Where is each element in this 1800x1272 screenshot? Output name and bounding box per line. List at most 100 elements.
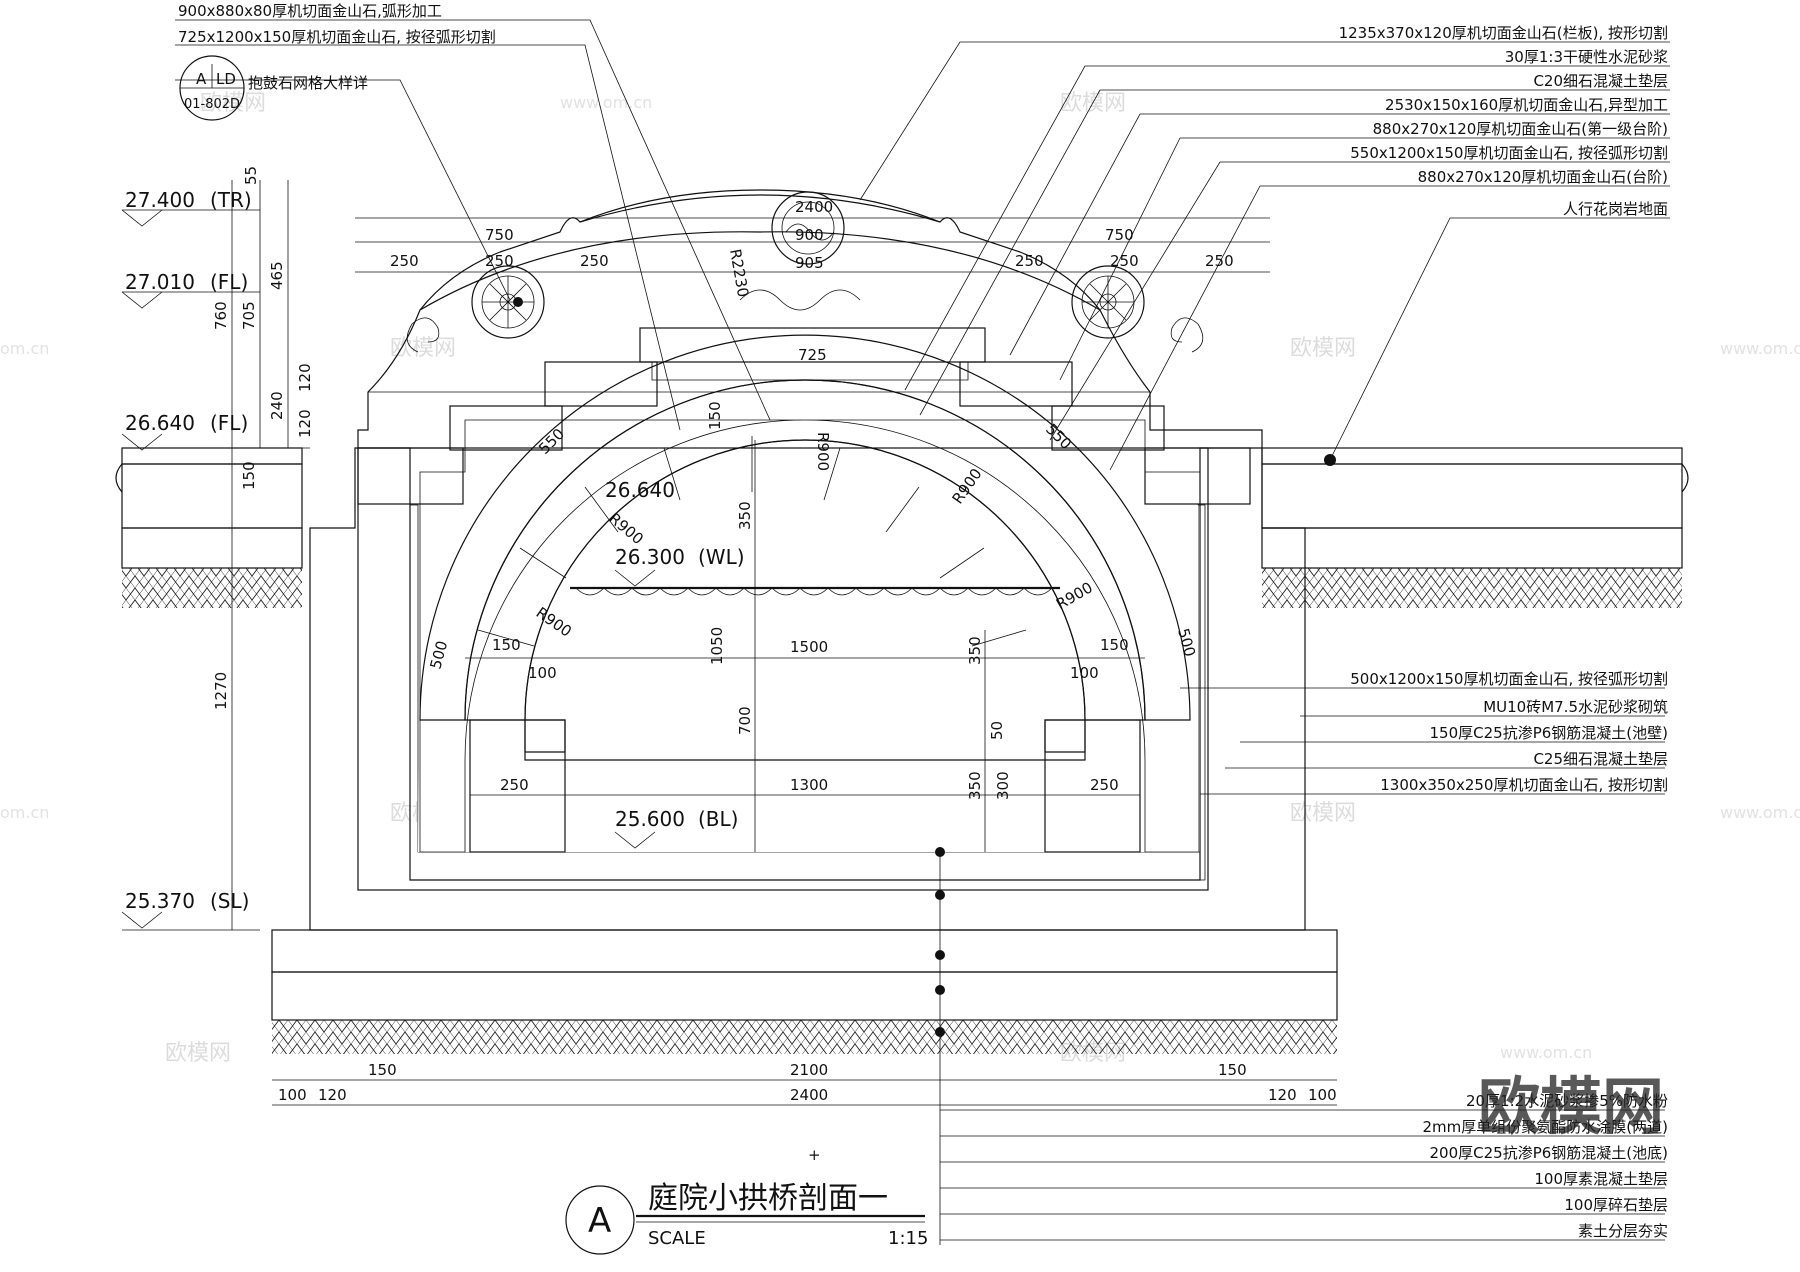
notes-right-top: 1235x370x120厚机切面金山石(栏板), 按形切割 30厚1:3干硬性水…	[1339, 24, 1668, 218]
svg-text:25.600: 25.600	[615, 807, 685, 831]
svg-text:120: 120	[296, 363, 314, 392]
svg-text:26.640: 26.640	[125, 411, 195, 435]
svg-text:SCALE: SCALE	[648, 1228, 706, 1249]
svg-text:素土分层夯实: 素土分层夯实	[1578, 1222, 1668, 1240]
svg-text:750: 750	[1105, 226, 1134, 244]
svg-text:550x1200x150厚机切面金山石, 按径弧形切割: 550x1200x150厚机切面金山石, 按径弧形切割	[1350, 144, 1668, 162]
dimension-lines	[122, 180, 1337, 1106]
svg-text:(FL): (FL)	[210, 270, 248, 294]
section-marker-icon	[565, 1185, 635, 1255]
svg-text:250: 250	[580, 252, 609, 270]
notes-left: 900x880x80厚机切面金山石,弧形加工 725x1200x150厚机切面金…	[178, 2, 496, 92]
svg-text:150: 150	[240, 461, 258, 490]
svg-text:900x880x80厚机切面金山石,弧形加工: 900x880x80厚机切面金山石,弧形加工	[178, 2, 442, 20]
svg-text:R900: R900	[814, 432, 832, 471]
svg-text:240: 240	[268, 391, 286, 420]
notes-right-mid: 500x1200x150厚机切面金山石, 按径弧形切割 MU10砖M7.5水泥砂…	[1350, 670, 1668, 794]
svg-text:26.640: 26.640	[605, 478, 675, 502]
svg-text:100: 100	[1308, 1086, 1337, 1104]
svg-text:200厚C25抗渗P6钢筋混凝土(池底): 200厚C25抗渗P6钢筋混凝土(池底)	[1430, 1144, 1669, 1162]
svg-text:27.010: 27.010	[125, 270, 195, 294]
svg-text:1050: 1050	[708, 627, 726, 665]
svg-text:905: 905	[795, 254, 824, 272]
svg-text:500x1200x150厚机切面金山石, 按径弧形切割: 500x1200x150厚机切面金山石, 按径弧形切割	[1350, 670, 1668, 688]
svg-text:26.300: 26.300	[615, 545, 685, 569]
svg-text:1300: 1300	[790, 776, 828, 794]
svg-text:120: 120	[318, 1086, 347, 1104]
svg-text:25.370: 25.370	[125, 889, 195, 913]
svg-text:250: 250	[1205, 252, 1234, 270]
svg-text:30厚1:3干硬性水泥砂浆: 30厚1:3干硬性水泥砂浆	[1505, 48, 1668, 66]
svg-text:760: 760	[212, 301, 230, 330]
svg-text:550: 550	[535, 425, 568, 458]
ground-left	[115, 447, 303, 608]
svg-text:250: 250	[1015, 252, 1044, 270]
scroll-left-icon	[406, 317, 440, 353]
title-block: + A 庭院小拱桥剖面一 SCALE 1:15	[565, 1146, 928, 1255]
svg-text:100: 100	[528, 664, 557, 682]
svg-text:+: +	[808, 1146, 821, 1164]
svg-text:C25细石混凝土垫层: C25细石混凝土垫层	[1533, 750, 1668, 768]
svg-text:A: A	[196, 70, 207, 88]
svg-text:350: 350	[966, 636, 984, 665]
svg-text:150: 150	[1218, 1061, 1247, 1079]
svg-text:(SL): (SL)	[210, 889, 249, 913]
ref-tag: A LD 01-802D	[179, 55, 245, 121]
elevation-labels: 27.400 (TR) 27.010 (FL) 26.640 (FL) 25.3…	[125, 188, 745, 913]
svg-text:2400: 2400	[795, 198, 833, 216]
foundation	[271, 929, 1338, 1054]
svg-text:100厚素混凝土垫层: 100厚素混凝土垫层	[1534, 1170, 1668, 1188]
svg-text:120: 120	[296, 409, 314, 438]
svg-text:1:15: 1:15	[888, 1228, 928, 1249]
svg-text:1235x370x120厚机切面金山石(栏板), 按形切割: 1235x370x120厚机切面金山石(栏板), 按形切割	[1339, 24, 1668, 42]
svg-text:人行花岗岩地面: 人行花岗岩地面	[1563, 200, 1668, 218]
svg-text:27.400: 27.400	[125, 188, 195, 212]
medallion-right-icon	[1071, 265, 1145, 339]
pool-structure	[309, 447, 1306, 931]
svg-text:2100: 2100	[790, 1061, 828, 1079]
svg-text:150: 150	[706, 401, 724, 430]
svg-text:465: 465	[268, 261, 286, 290]
svg-text:700: 700	[736, 706, 754, 735]
svg-text:01-802D: 01-802D	[184, 97, 240, 112]
svg-text:欧模网: 欧模网	[165, 1041, 231, 1066]
svg-text:250: 250	[500, 776, 529, 794]
elevation-markers-icon	[121, 209, 656, 929]
svg-text:55: 55	[242, 166, 260, 185]
svg-text:(FL): (FL)	[210, 411, 248, 435]
svg-text:20厚1:2水泥砂浆掺5%防水粉: 20厚1:2水泥砂浆掺5%防水粉	[1466, 1092, 1668, 1110]
svg-text:900: 900	[795, 226, 824, 244]
svg-text:350: 350	[736, 501, 754, 530]
svg-text:750: 750	[485, 226, 514, 244]
scroll-right-icon	[1170, 317, 1204, 353]
svg-text:1500: 1500	[790, 638, 828, 656]
notes-right-bottom: 20厚1:2水泥砂浆掺5%防水粉 2mm厚单组份聚氨酯防水涂膜(两道) 200厚…	[1423, 1092, 1668, 1240]
medallion-left-icon	[471, 265, 545, 339]
svg-text:150: 150	[368, 1061, 397, 1079]
svg-text:2mm厚单组份聚氨酯防水涂膜(两道): 2mm厚单组份聚氨酯防水涂膜(两道)	[1423, 1118, 1668, 1136]
svg-text:725: 725	[798, 346, 827, 364]
leader-lines	[175, 19, 1670, 1245]
svg-text:250: 250	[390, 252, 419, 270]
svg-text:705: 705	[240, 301, 258, 330]
svg-text:150: 150	[1100, 636, 1129, 654]
svg-text:725x1200x150厚机切面金山石, 按径弧形切割: 725x1200x150厚机切面金山石, 按径弧形切割	[178, 28, 496, 46]
svg-text:2400: 2400	[790, 1086, 828, 1104]
svg-text:50: 50	[988, 721, 1006, 740]
svg-text:100: 100	[1070, 664, 1099, 682]
svg-text:www.om.cn: www.om.cn	[1720, 339, 1800, 358]
svg-text:www.om.cn: www.om.cn	[1500, 1043, 1592, 1062]
svg-text:1270: 1270	[212, 672, 230, 710]
svg-text:欧模网: 欧模网	[1060, 91, 1126, 116]
brand-watermark: 欧模网	[1478, 1070, 1664, 1143]
svg-text:1300x350x250厚机切面金山石, 按形切割: 1300x350x250厚机切面金山石, 按形切割	[1380, 776, 1668, 794]
svg-text:300: 300	[994, 771, 1012, 800]
svg-text:C20细石混凝土垫层: C20细石混凝土垫层	[1533, 72, 1668, 90]
svg-text:(TR): (TR)	[210, 188, 252, 212]
svg-text:880x270x120厚机切面金山石(第一级台阶): 880x270x120厚机切面金山石(第一级台阶)	[1373, 120, 1668, 138]
svg-text:庭院小拱桥剖面一: 庭院小拱桥剖面一	[648, 1181, 888, 1216]
svg-text:250: 250	[1090, 776, 1119, 794]
svg-text:欧模网: 欧模网	[1290, 336, 1356, 361]
svg-text:MU10砖M7.5水泥砂浆砌筑: MU10砖M7.5水泥砂浆砌筑	[1483, 698, 1668, 716]
